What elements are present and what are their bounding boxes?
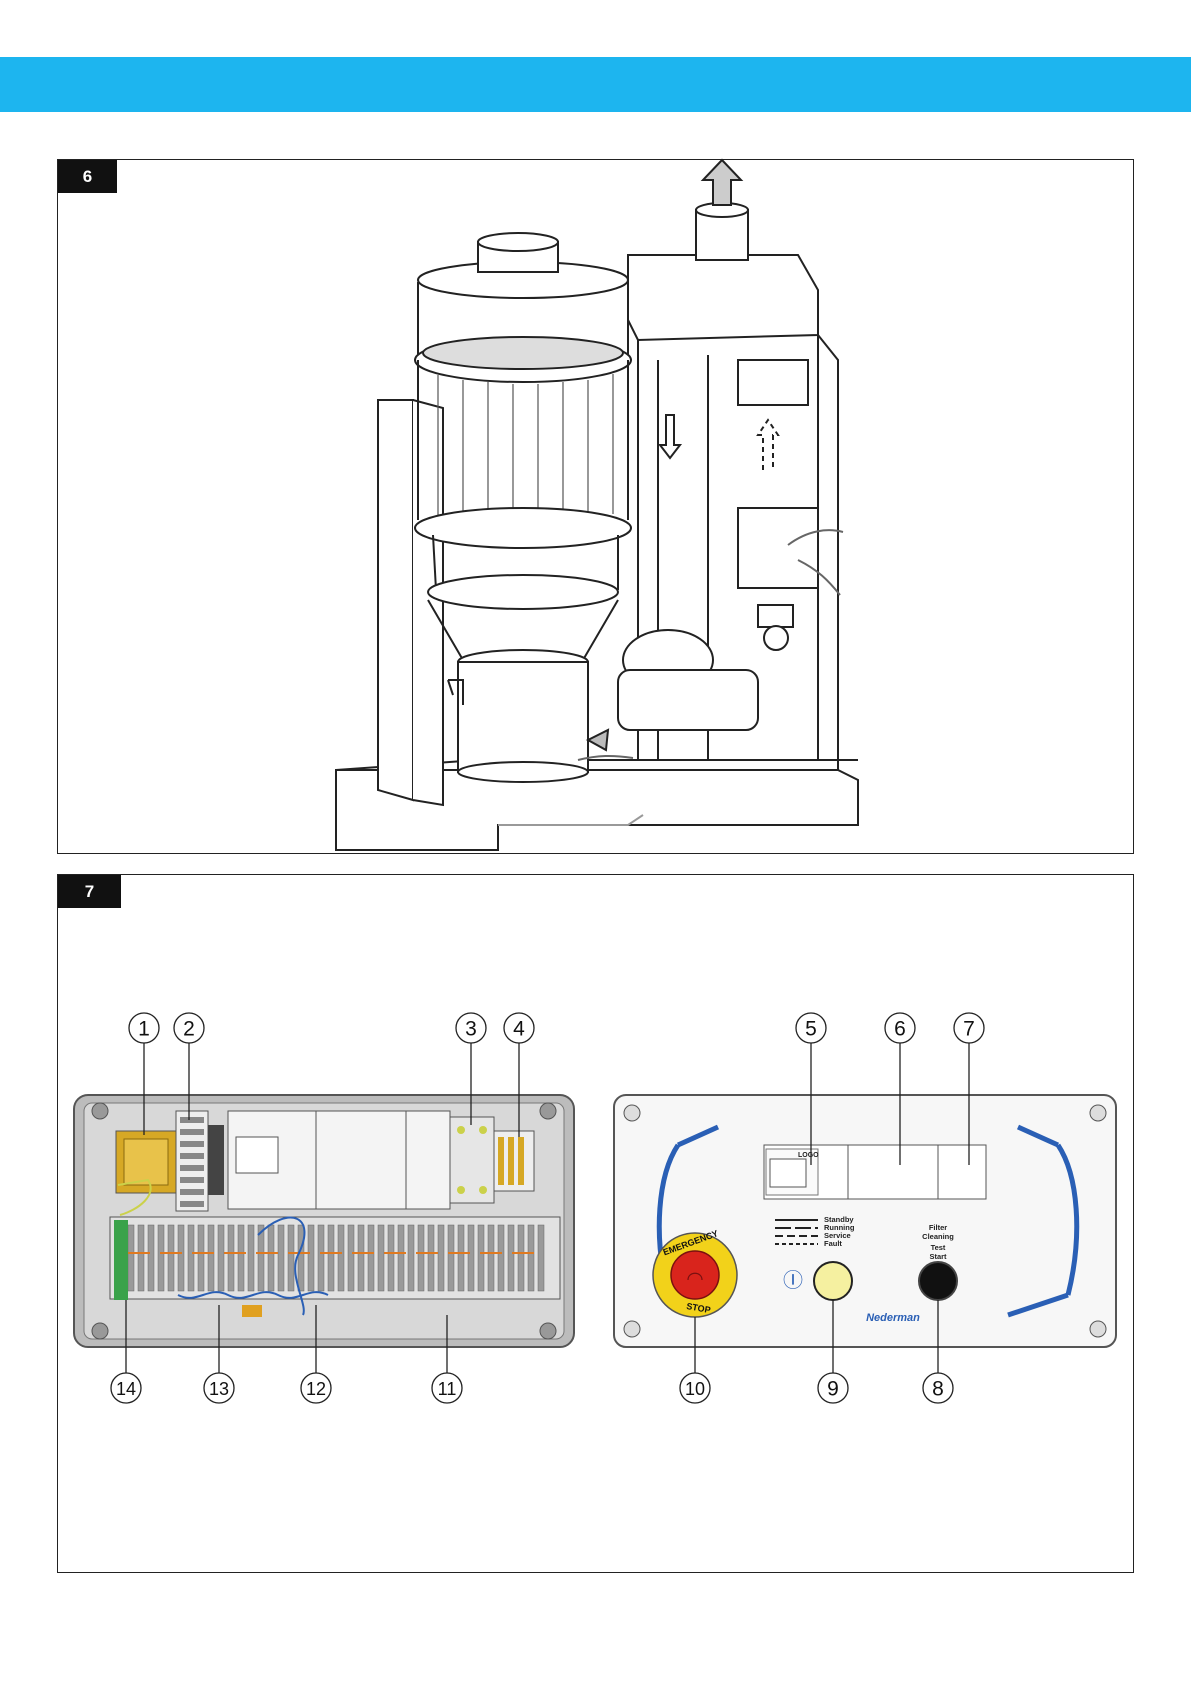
callout-14: 14 [116, 1379, 136, 1399]
filter-label-line-3: Test [931, 1243, 946, 1252]
callout-13: 13 [209, 1379, 229, 1399]
callout-7: 7 [963, 1018, 975, 1041]
filter-label-line-4: Start [929, 1252, 947, 1261]
figure-6: 6 [57, 159, 1134, 854]
callout-6: 6 [894, 1018, 906, 1041]
callout-3: 3 [465, 1018, 477, 1041]
legend-fault: Fault [824, 1239, 842, 1248]
callout-8: 8 [932, 1378, 944, 1401]
callout-12: 12 [306, 1379, 326, 1399]
callout-9: 9 [827, 1378, 839, 1401]
filter-label-line-2: Cleaning [922, 1232, 954, 1241]
callout-10: 10 [685, 1379, 705, 1399]
header-bar [0, 57, 1191, 112]
callout-5: 5 [805, 1018, 817, 1041]
callout-11: 11 [438, 1379, 457, 1399]
figure-7: 7 [57, 874, 1134, 1573]
callout-2: 2 [183, 1018, 195, 1041]
callout-4: 4 [513, 1018, 525, 1041]
dust-collector-illustration [58, 160, 1135, 855]
brand-logo: Nederman [866, 1312, 920, 1324]
plc-logo-label: LOGO [798, 1152, 819, 1159]
filter-label-line-1: Filter [929, 1223, 947, 1232]
control-cabinet-illustration: 1 2 3 4 5 6 7 8 9 10 11 12 13 14 LOGO EM… [58, 875, 1135, 1574]
open-cabinet [74, 1095, 574, 1347]
power-symbol-icon: Ⓘ [783, 1269, 803, 1292]
callout-1: 1 [138, 1018, 150, 1041]
